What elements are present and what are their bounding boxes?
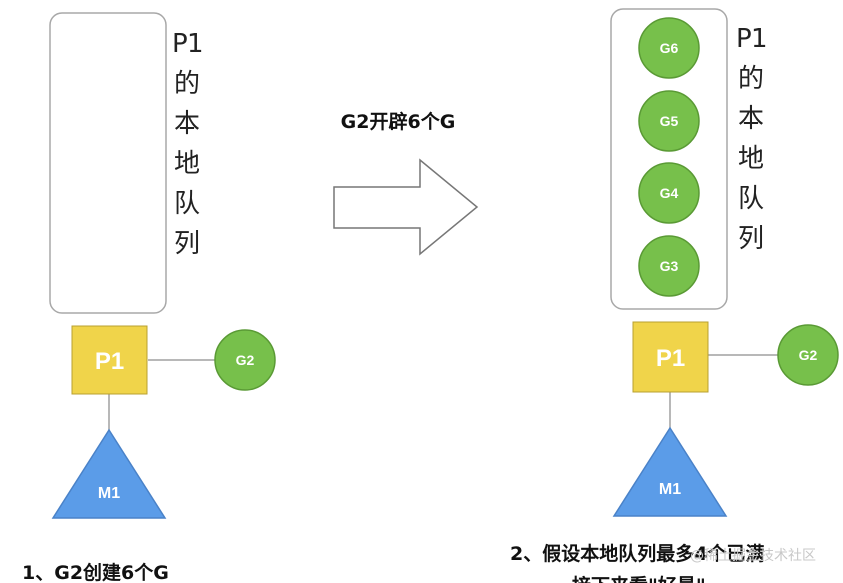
right-machine xyxy=(612,426,728,517)
queue-goroutine-g4-label: G4 xyxy=(660,185,679,201)
right-queue-label-char: 本 xyxy=(738,104,764,134)
right-queue-label-char: 队 xyxy=(738,184,764,214)
right-goroutine-g2 xyxy=(777,324,839,386)
right-caption-line1: 2、假设本地队列最多4个已满 xyxy=(510,542,764,565)
left-machine-label: M1 xyxy=(98,485,120,502)
left-queue-label-char: 的 xyxy=(174,69,200,99)
left-goroutine-g2 xyxy=(214,329,276,391)
left-scene: P 1 的 本 地 队 列 P1 G2 M1 1、G2创建6个G xyxy=(22,12,276,583)
queue-goroutine-g5 xyxy=(638,90,700,152)
left-processor-label: P1 xyxy=(95,348,124,375)
left-machine xyxy=(51,428,167,519)
watermark: @稀土掘金技术社区 xyxy=(690,548,816,564)
right-queue-label-char: 地 xyxy=(738,144,764,174)
queue-goroutine-g6-label: G6 xyxy=(660,40,679,56)
queue-goroutine-g3 xyxy=(638,235,700,297)
left-queue-label-char: 队 xyxy=(174,189,200,219)
queue-goroutine-g3-label: G3 xyxy=(660,258,679,274)
right-goroutine-g2-label: G2 xyxy=(799,347,818,363)
right-arrow-icon xyxy=(333,158,479,256)
right-queue-label: P 1 的 本 地 队 列 xyxy=(736,24,768,254)
left-queue-label-char: 1 xyxy=(187,29,204,59)
left-caption: 1、G2创建6个G xyxy=(22,561,169,583)
right-caption-line2: 接下来看"好最" xyxy=(572,574,706,583)
right-queue-label-char: 列 xyxy=(738,224,764,254)
right-local-queue xyxy=(610,8,728,310)
left-queue-label-char: 本 xyxy=(174,109,200,139)
left-processor xyxy=(71,325,148,395)
transition: G2开辟6个G xyxy=(333,110,479,256)
right-processor-label: P1 xyxy=(656,345,685,372)
right-queue-label-char: 的 xyxy=(738,64,764,94)
right-processor xyxy=(632,321,709,393)
right-queue-label-char: 1 xyxy=(751,24,768,54)
right-machine-label: M1 xyxy=(659,481,681,498)
right-queue-label-char: P xyxy=(736,24,752,54)
right-scene: G6 G5 G4 G3 P 1 的 本 地 队 列 P1 G2 M1 2、假设本… xyxy=(510,8,839,583)
queue-goroutine-g6 xyxy=(638,17,700,79)
left-queue-label-char: P xyxy=(172,29,188,59)
left-queue-label: P 1 的 本 地 队 列 xyxy=(172,29,204,259)
left-queue-label-char: 列 xyxy=(174,229,200,259)
left-queue-label-char: 地 xyxy=(174,149,200,179)
left-goroutine-g2-label: G2 xyxy=(236,352,255,368)
left-local-queue xyxy=(49,12,167,314)
queue-goroutine-g4 xyxy=(638,162,700,224)
queue-goroutine-g5-label: G5 xyxy=(660,113,679,129)
arrow-label: G2开辟6个G xyxy=(341,110,456,133)
